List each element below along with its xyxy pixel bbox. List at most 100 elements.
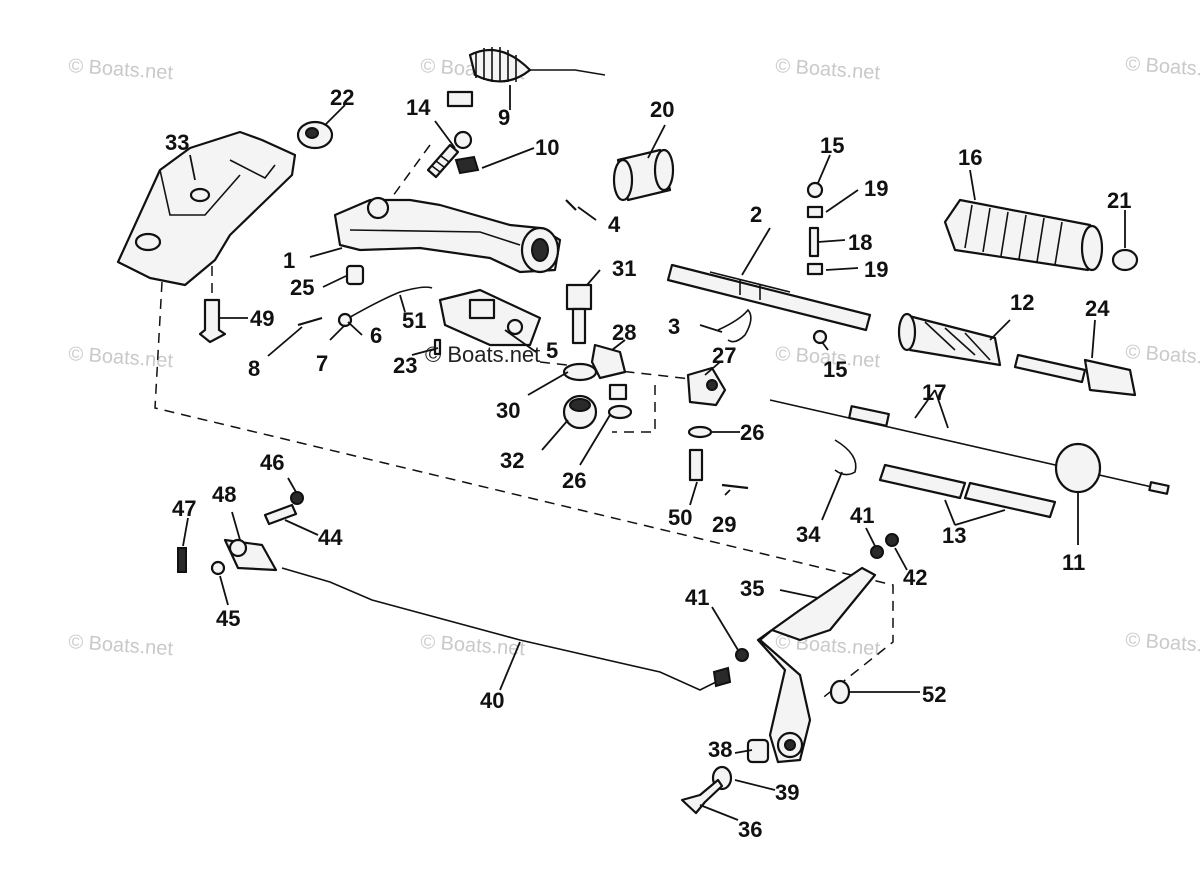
callout-26-left: 26	[562, 468, 586, 493]
callout-29: 29	[712, 512, 736, 537]
part-50-stud	[688, 448, 704, 482]
watermark: © Boats.net	[1125, 629, 1200, 658]
part-44-stud	[263, 503, 298, 526]
callout-19-top: 19	[864, 176, 888, 201]
watermark: © Boats.net	[1125, 341, 1200, 370]
part-23-screw	[433, 338, 442, 356]
callout-18: 18	[848, 230, 872, 255]
watermark: © Boats.net	[1125, 53, 1200, 82]
callout-41-top: 41	[850, 503, 874, 528]
callout-24: 24	[1085, 296, 1110, 321]
callout-30: 30	[496, 398, 520, 423]
part-31-bolt	[565, 283, 593, 345]
callout-27: 27	[712, 343, 736, 368]
callout-50: 50	[668, 505, 692, 530]
part-3-spring-clip	[717, 308, 752, 343]
dashed-guides	[154, 144, 894, 701]
part-14-screw	[426, 130, 473, 179]
callout-38: 38	[708, 737, 732, 762]
callout-15-top: 15	[820, 133, 844, 158]
callout-34: 34	[796, 522, 821, 547]
part-40-link-rod	[281, 567, 732, 691]
part-11-cable-end	[1054, 442, 1102, 494]
callout-15-lower: 15	[823, 357, 847, 382]
callout-2: 2	[750, 202, 762, 227]
part-33-bracket	[116, 130, 297, 287]
callout-7: 7	[316, 351, 328, 376]
part-32-sleeve	[562, 394, 598, 430]
callout-13: 13	[942, 523, 966, 548]
watermark: © Boats.net	[420, 631, 527, 660]
part-36-bolt	[680, 778, 724, 815]
part-19-cap-lower	[806, 262, 824, 276]
part-41-nut-lower	[735, 648, 749, 662]
callout-39: 39	[775, 780, 799, 805]
part-34-clip	[834, 439, 857, 476]
callouts: 1 2 3 4 5 6 7 8 9 10 11 12 13 14 15 15 1…	[165, 85, 1131, 842]
callout-11: 11	[1062, 550, 1085, 575]
part-20-collar	[612, 148, 675, 202]
part-16-grip	[943, 198, 1104, 272]
callout-36: 36	[738, 817, 762, 842]
part-42-nut	[885, 533, 899, 547]
part-49-bolt	[198, 298, 227, 344]
part-45-washer	[210, 560, 226, 576]
part-21-cap	[1111, 248, 1139, 272]
part-4-pin	[565, 199, 577, 211]
callout-33: 33	[165, 130, 189, 155]
callout-48: 48	[212, 482, 236, 507]
part-41-nut	[870, 545, 884, 559]
watermark: © Boats.net	[68, 55, 175, 84]
part-17-cable	[769, 399, 1170, 495]
part-46-nut	[290, 491, 304, 505]
callout-28: 28	[612, 320, 636, 345]
callout-20: 20	[650, 97, 674, 122]
part-30-washer	[562, 362, 598, 382]
part-18-spring	[808, 226, 820, 258]
leader-lines	[182, 85, 1126, 821]
part-26-washer	[687, 425, 713, 439]
callout-42: 42	[903, 565, 927, 590]
callout-1: 1	[283, 248, 295, 273]
callout-8: 8	[248, 356, 260, 381]
part-47-clip	[177, 547, 187, 573]
callout-21: 21	[1107, 188, 1131, 213]
watermark: © Boats.net	[425, 342, 540, 367]
part-8-pin	[297, 316, 323, 327]
watermark: © Boats.net	[68, 631, 175, 660]
callout-6: 6	[370, 323, 382, 348]
part-15-ball	[806, 181, 824, 199]
callout-3: 3	[668, 314, 680, 339]
watermark: © Boats.net	[775, 55, 882, 84]
part-29-pin	[721, 483, 749, 490]
part-52-washer	[829, 679, 851, 705]
part-19-cap	[806, 205, 824, 219]
callout-4: 4	[608, 212, 621, 237]
callout-49: 49	[250, 306, 274, 331]
callout-17: 17	[922, 380, 946, 405]
callout-5: 5	[546, 338, 558, 363]
callout-41-lower: 41	[685, 585, 709, 610]
callout-12: 12	[1010, 290, 1034, 315]
part-2-shaft	[666, 263, 872, 332]
part-15-ball-lower	[812, 329, 828, 345]
part-22-cap	[296, 120, 334, 150]
callout-26-right: 26	[740, 420, 764, 445]
part-1-tiller-arm	[333, 196, 562, 274]
callout-35: 35	[740, 576, 764, 601]
callout-10: 10	[535, 135, 559, 160]
callout-9: 9	[498, 105, 510, 130]
callout-52: 52	[922, 682, 946, 707]
part-27-block	[686, 366, 727, 407]
part-28-bracket	[590, 343, 627, 380]
part-9-spring	[446, 47, 606, 108]
callout-46: 46	[260, 450, 284, 475]
part-13-sleeves	[878, 463, 1057, 519]
part-25-bushing	[345, 264, 365, 286]
part-35-lever	[756, 566, 877, 764]
callout-14: 14	[406, 95, 431, 120]
part-12-throttle-cam	[897, 312, 1002, 367]
part-26-nut	[607, 383, 633, 420]
callout-40: 40	[480, 688, 504, 713]
part-24-knob	[1013, 353, 1137, 397]
